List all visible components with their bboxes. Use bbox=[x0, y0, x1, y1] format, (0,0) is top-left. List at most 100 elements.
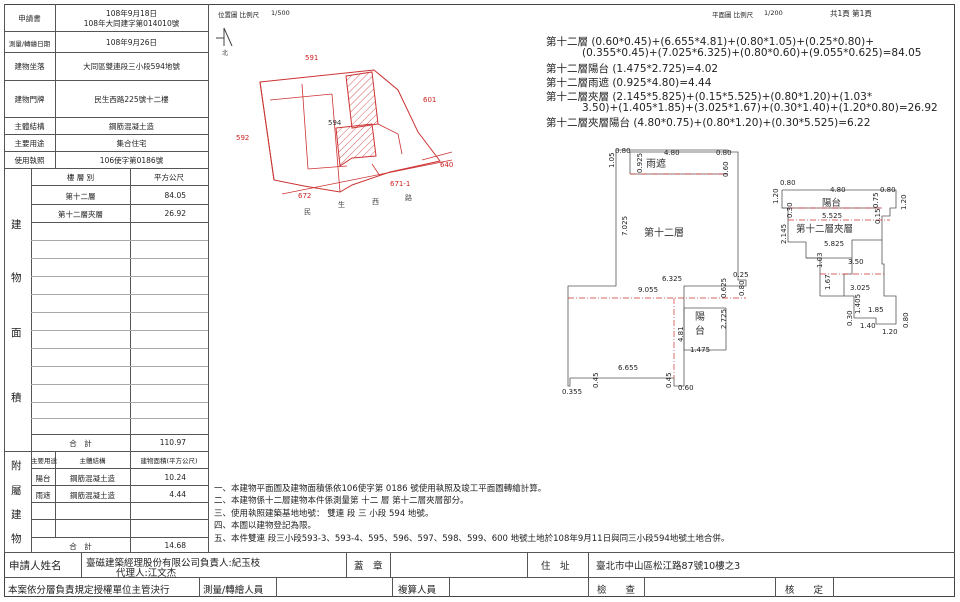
building-address-label: 建物門牌 bbox=[14, 95, 45, 104]
note-line: 二、本建物係十二層建物本件係測量第 十二 層 第十二層夾層部分。 bbox=[214, 496, 469, 506]
dim-label: 9.055 bbox=[638, 286, 658, 294]
mezzanine-plan: 陽台 第十二層夾層 0.80 4.80 0.80 1.20 0.30 0.75 … bbox=[772, 179, 910, 336]
address: 臺北市中山區松江路87號10樓之3 bbox=[596, 561, 741, 572]
dim-label: 0.80 bbox=[738, 280, 746, 296]
dim-label: 1.20 bbox=[772, 188, 780, 204]
license-label: 使用執照 bbox=[14, 156, 45, 165]
formula-line: 第十二層夾層 (2.145*5.825)+(0.15*5.525)+(0.80*… bbox=[546, 91, 873, 103]
seal-label: 蓋 章 bbox=[354, 561, 383, 572]
parcel-number: 601 bbox=[423, 96, 436, 104]
dim-label: 0.75 bbox=[872, 192, 880, 208]
dim-label: 1.67 bbox=[824, 274, 832, 290]
dim-label: 0.80 bbox=[780, 179, 796, 187]
agent-name: 代理人:江文杰 bbox=[116, 568, 177, 579]
dim-label: 0.45 bbox=[592, 372, 600, 388]
inspect-label: 檢 查 bbox=[597, 585, 636, 596]
address-label: 住 址 bbox=[541, 561, 570, 572]
attached-side-char-3: 建 bbox=[11, 509, 22, 521]
location-plan-scale: 1/500 bbox=[271, 9, 290, 17]
review-staff-label: 複算人員 bbox=[398, 585, 437, 596]
attached-structure-header: 主體結構 bbox=[79, 457, 106, 465]
floor-area: 84.05 bbox=[164, 191, 186, 200]
dim-label: 5.525 bbox=[822, 212, 842, 220]
formula-line: 第十二層 (0.60*0.45)+(6.655*4.81)+(0.80*1.05… bbox=[546, 36, 875, 48]
parcel-number: 640 bbox=[440, 161, 453, 169]
applicant-date: 108年9月18日 bbox=[105, 9, 158, 18]
balcony-label-2: 台 bbox=[695, 324, 705, 337]
attached-total: 14.68 bbox=[164, 541, 186, 550]
building-address: 民生西路225號十二樓 bbox=[94, 95, 169, 104]
survey-date-label: 測量/轉繪日期 bbox=[8, 40, 51, 48]
floor12-label: 第十二層 bbox=[644, 226, 684, 239]
floor-name: 第十二層夾層 bbox=[58, 210, 103, 219]
attached-side-char-2: 屬 bbox=[11, 485, 22, 497]
dim-label: 2.725 bbox=[720, 309, 728, 329]
attached-area: 4.44 bbox=[169, 490, 186, 499]
road-char: 西 bbox=[372, 198, 379, 206]
location-plan: 北 591 601 592 594 640 672 671-1 民 生 西 路 bbox=[216, 27, 453, 216]
dim-label: 4.80 bbox=[830, 186, 846, 194]
floor-name: 第十二層 bbox=[65, 192, 96, 201]
attached-structure: 鋼筋混凝土造 bbox=[70, 491, 115, 500]
dim-label: 6.655 bbox=[618, 364, 638, 372]
north-label: 北 bbox=[222, 49, 228, 57]
applicant-date-label: 申請書 bbox=[18, 14, 41, 23]
attached-use: 陽台 bbox=[35, 474, 51, 483]
dim-label: 0.625 bbox=[720, 278, 728, 298]
dim-label: 5.825 bbox=[824, 240, 844, 248]
dim-label: 0.355 bbox=[562, 388, 582, 396]
applicant-label: 申請人姓名 bbox=[9, 560, 62, 572]
dim-label: 1.475 bbox=[690, 346, 710, 354]
formula-line: 第十二層陽台 (1.475*2.725)=4.02 bbox=[546, 63, 719, 75]
dim-label: 6.325 bbox=[662, 275, 682, 283]
main-use: 集合住宅 bbox=[116, 139, 147, 148]
rain-shelter-label: 雨遮 bbox=[646, 157, 666, 170]
floor-plan-scale: 1/200 bbox=[764, 9, 783, 17]
dim-label: 7.025 bbox=[621, 216, 629, 236]
license-number: 106使字第0186號 bbox=[99, 156, 164, 165]
main-use-label: 主要用途 bbox=[14, 139, 45, 148]
dim-label: 0.45 bbox=[665, 372, 673, 388]
road-char: 路 bbox=[405, 193, 412, 202]
road-char: 民 bbox=[304, 208, 311, 216]
dim-label: 0.30 bbox=[786, 202, 794, 218]
dim-label: 1.405 bbox=[854, 294, 862, 314]
dim-label: 0.30 bbox=[846, 310, 854, 326]
area-total: 110.97 bbox=[159, 438, 186, 447]
applicant-doc-number: 108年大同建字第014010號 bbox=[83, 19, 180, 28]
dim-label: 0.80 bbox=[716, 149, 732, 157]
floor-plan-title: 平面圖 比例尺 bbox=[712, 11, 754, 19]
building-location: 大同區雙連段三小段594地號 bbox=[83, 62, 180, 71]
attached-total-label: 合 計 bbox=[69, 542, 92, 551]
floor-area: 26.92 bbox=[164, 209, 186, 218]
attached-side-char-1: 附 bbox=[11, 460, 22, 472]
balcony-label-1: 陽 bbox=[695, 311, 705, 323]
floor-header: 樓 層 別 bbox=[66, 173, 95, 182]
applicant-name: 臺磁建築經理股份有限公司負責人:紀玉枝 bbox=[86, 558, 261, 569]
parcel-number: 592 bbox=[236, 134, 249, 142]
dim-label: 1.20 bbox=[900, 194, 908, 210]
note-line: 四、本圖以建物登記為限。 bbox=[214, 521, 317, 531]
formula-line: (0.355*0.45)+(7.025*6.325)+(0.80*0.60)+(… bbox=[582, 47, 922, 59]
authorization-note: 本案依分層負責規定授權單位主管決行 bbox=[8, 585, 170, 596]
dim-label: 2.145 bbox=[780, 224, 788, 244]
note-line: 五、本件雙連 段三小段593-3、593-4、595、596、597、598、5… bbox=[214, 534, 730, 544]
dim-label: 0.80 bbox=[615, 147, 631, 155]
mezzanine-label: 第十二層夾層 bbox=[796, 223, 853, 235]
attached-side-char-4: 物 bbox=[11, 533, 22, 545]
building-location-label: 建物坐落 bbox=[14, 62, 45, 71]
dim-label: 0.25 bbox=[733, 271, 749, 279]
attached-structure: 鋼筋混凝土造 bbox=[70, 474, 115, 483]
dim-label: 4.81 bbox=[677, 326, 685, 342]
road-char: 生 bbox=[338, 200, 345, 209]
dim-label: 0.925 bbox=[636, 153, 644, 173]
dim-label: 4.80 bbox=[664, 149, 680, 157]
dim-label: 1.20 bbox=[882, 328, 898, 336]
area-side-char-3: 面 bbox=[11, 327, 22, 339]
mezz-balcony-label: 陽台 bbox=[822, 197, 841, 209]
dim-label: 0.80 bbox=[880, 186, 896, 194]
dim-label: 1.05 bbox=[608, 152, 616, 168]
note-line: 一、本建物平面圖及建物面積係依106使字第 0186 號使用執照及竣工平面圖轉繪… bbox=[214, 484, 547, 494]
dim-label: 0.60 bbox=[722, 161, 730, 177]
parcel-number: 594 bbox=[328, 119, 342, 127]
